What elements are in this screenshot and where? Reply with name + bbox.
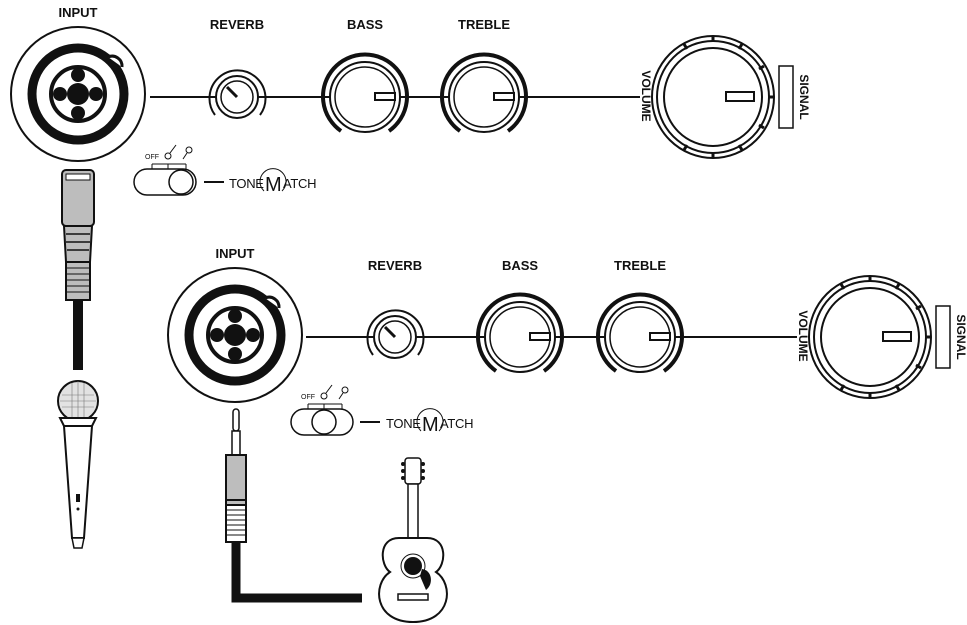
reverb-knob[interactable] <box>208 69 267 119</box>
reverb-label: REVERB <box>368 258 422 273</box>
volume-label: VOLUME <box>639 70 653 121</box>
tonematch-switch[interactable]: OFF <box>290 384 354 436</box>
treble-label: TREBLE <box>458 17 510 32</box>
bass-label: BASS <box>347 17 383 32</box>
svg-text:M: M <box>265 174 282 196</box>
treble-knob[interactable] <box>596 292 684 373</box>
combo-input-jack[interactable] <box>10 26 146 162</box>
instrument-cable <box>225 408 362 603</box>
xlr-cable <box>61 169 95 370</box>
signal-label: SIGNAL <box>954 314 967 359</box>
volume-knob[interactable] <box>808 275 932 399</box>
bass-knob[interactable] <box>321 52 409 133</box>
signal-label: SIGNAL <box>797 74 811 119</box>
bass-knob[interactable] <box>476 292 564 373</box>
switch-off-label: OFF <box>145 154 159 161</box>
tonematch-logo: TONE M ATCH <box>386 408 474 436</box>
treble-knob[interactable] <box>440 52 528 133</box>
acoustic-guitar-icon <box>378 457 448 624</box>
bass-label: BASS <box>502 258 538 273</box>
reverb-knob[interactable] <box>366 309 425 359</box>
svg-text:TONE: TONE <box>229 176 264 191</box>
guitar-position-icon <box>320 384 333 400</box>
signal-indicator <box>935 305 951 369</box>
svg-text:ATCH: ATCH <box>283 176 316 191</box>
input-label: INPUT <box>59 5 98 20</box>
signal-indicator <box>778 65 794 129</box>
microphone-icon <box>57 380 99 549</box>
microphone-position-icon <box>182 146 193 160</box>
treble-label: TREBLE <box>614 258 666 273</box>
microphone-position-icon <box>338 386 349 400</box>
tonematch-switch[interactable]: OFF <box>133 144 197 196</box>
volume-label: VOLUME <box>796 310 810 361</box>
svg-text:M: M <box>422 414 439 436</box>
svg-text:TONE: TONE <box>386 416 421 431</box>
svg-text:ATCH: ATCH <box>440 416 473 431</box>
volume-knob[interactable] <box>651 35 775 159</box>
reverb-label: REVERB <box>210 17 264 32</box>
combo-input-jack[interactable] <box>167 267 303 403</box>
control-panel-bottom: INPUT REVERB BASS TREBLE <box>167 246 967 624</box>
tonematch-logo: TONE M ATCH <box>229 168 317 196</box>
control-panel-top: INPUT REVERB BASS TREBLE <box>10 5 811 549</box>
switch-off-label: OFF <box>301 394 315 401</box>
input-label: INPUT <box>216 246 255 261</box>
guitar-position-icon <box>164 144 177 160</box>
